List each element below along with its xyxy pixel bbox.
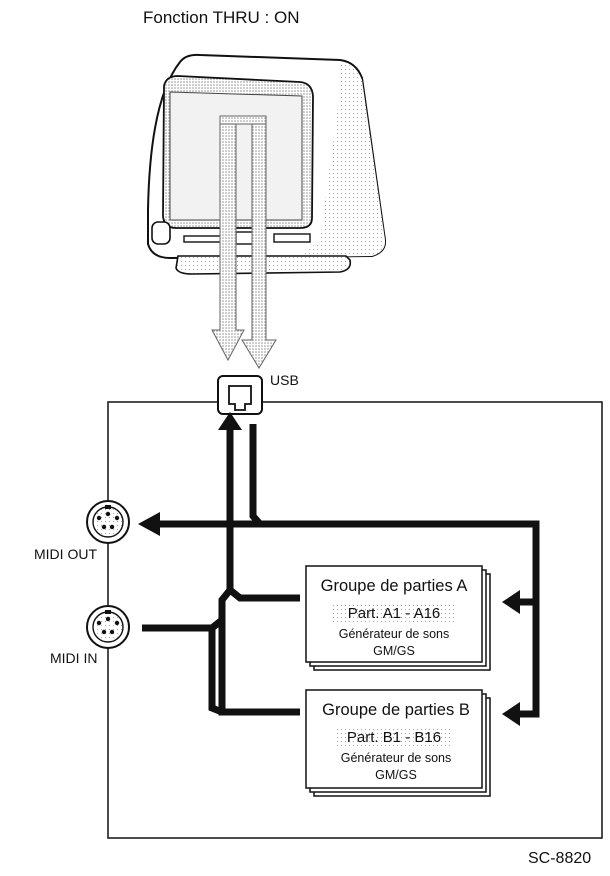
midi-in-line — [142, 617, 225, 632]
bus-right-to-group-a — [518, 524, 540, 606]
group-b-generator: Générateur de sons — [341, 751, 452, 765]
arrowheads — [138, 412, 520, 726]
midi-out-label: MIDI OUT — [34, 546, 97, 562]
midi-in-label: MIDI IN — [50, 650, 98, 666]
model-label: SC-8820 — [528, 850, 592, 867]
group-b-parts: Part. B1 - B16 — [347, 729, 441, 746]
arrow-midi-out — [138, 512, 160, 536]
usb-return-line-b — [218, 587, 300, 716]
midi-in-port-icon — [86, 605, 130, 649]
usb-label: USB — [270, 372, 299, 388]
usb-output-line — [226, 426, 300, 602]
group-a-title: Groupe de parties A — [321, 577, 468, 595]
usb-input-line — [249, 424, 263, 527]
group-a-parts: Part. A1 - A16 — [348, 605, 441, 622]
group-b-box: Groupe de parties B Part. B1 - B16 Génér… — [305, 689, 491, 797]
usb-stippled-lines — [211, 115, 277, 369]
group-b-format: GM/GS — [375, 768, 417, 782]
group-a-box: Groupe de parties A Part. A1 - A16 Génér… — [305, 565, 491, 671]
arrow-group-b — [502, 702, 520, 726]
group-a-generator: Générateur de sons — [339, 627, 450, 641]
arrow-usb-up — [218, 412, 242, 430]
usb-port-icon — [217, 375, 263, 415]
computer-monitor-icon — [147, 53, 387, 275]
left-drop-line — [208, 628, 224, 716]
diagram-title: Fonction THRU : ON — [143, 8, 300, 27]
routing-lines — [142, 424, 540, 718]
bus-right-to-group-b — [518, 602, 540, 718]
midi-out-port-icon — [86, 500, 130, 544]
group-b-title: Groupe de parties B — [322, 701, 470, 719]
arrow-group-a — [502, 590, 520, 614]
group-a-format: GM/GS — [373, 644, 415, 658]
